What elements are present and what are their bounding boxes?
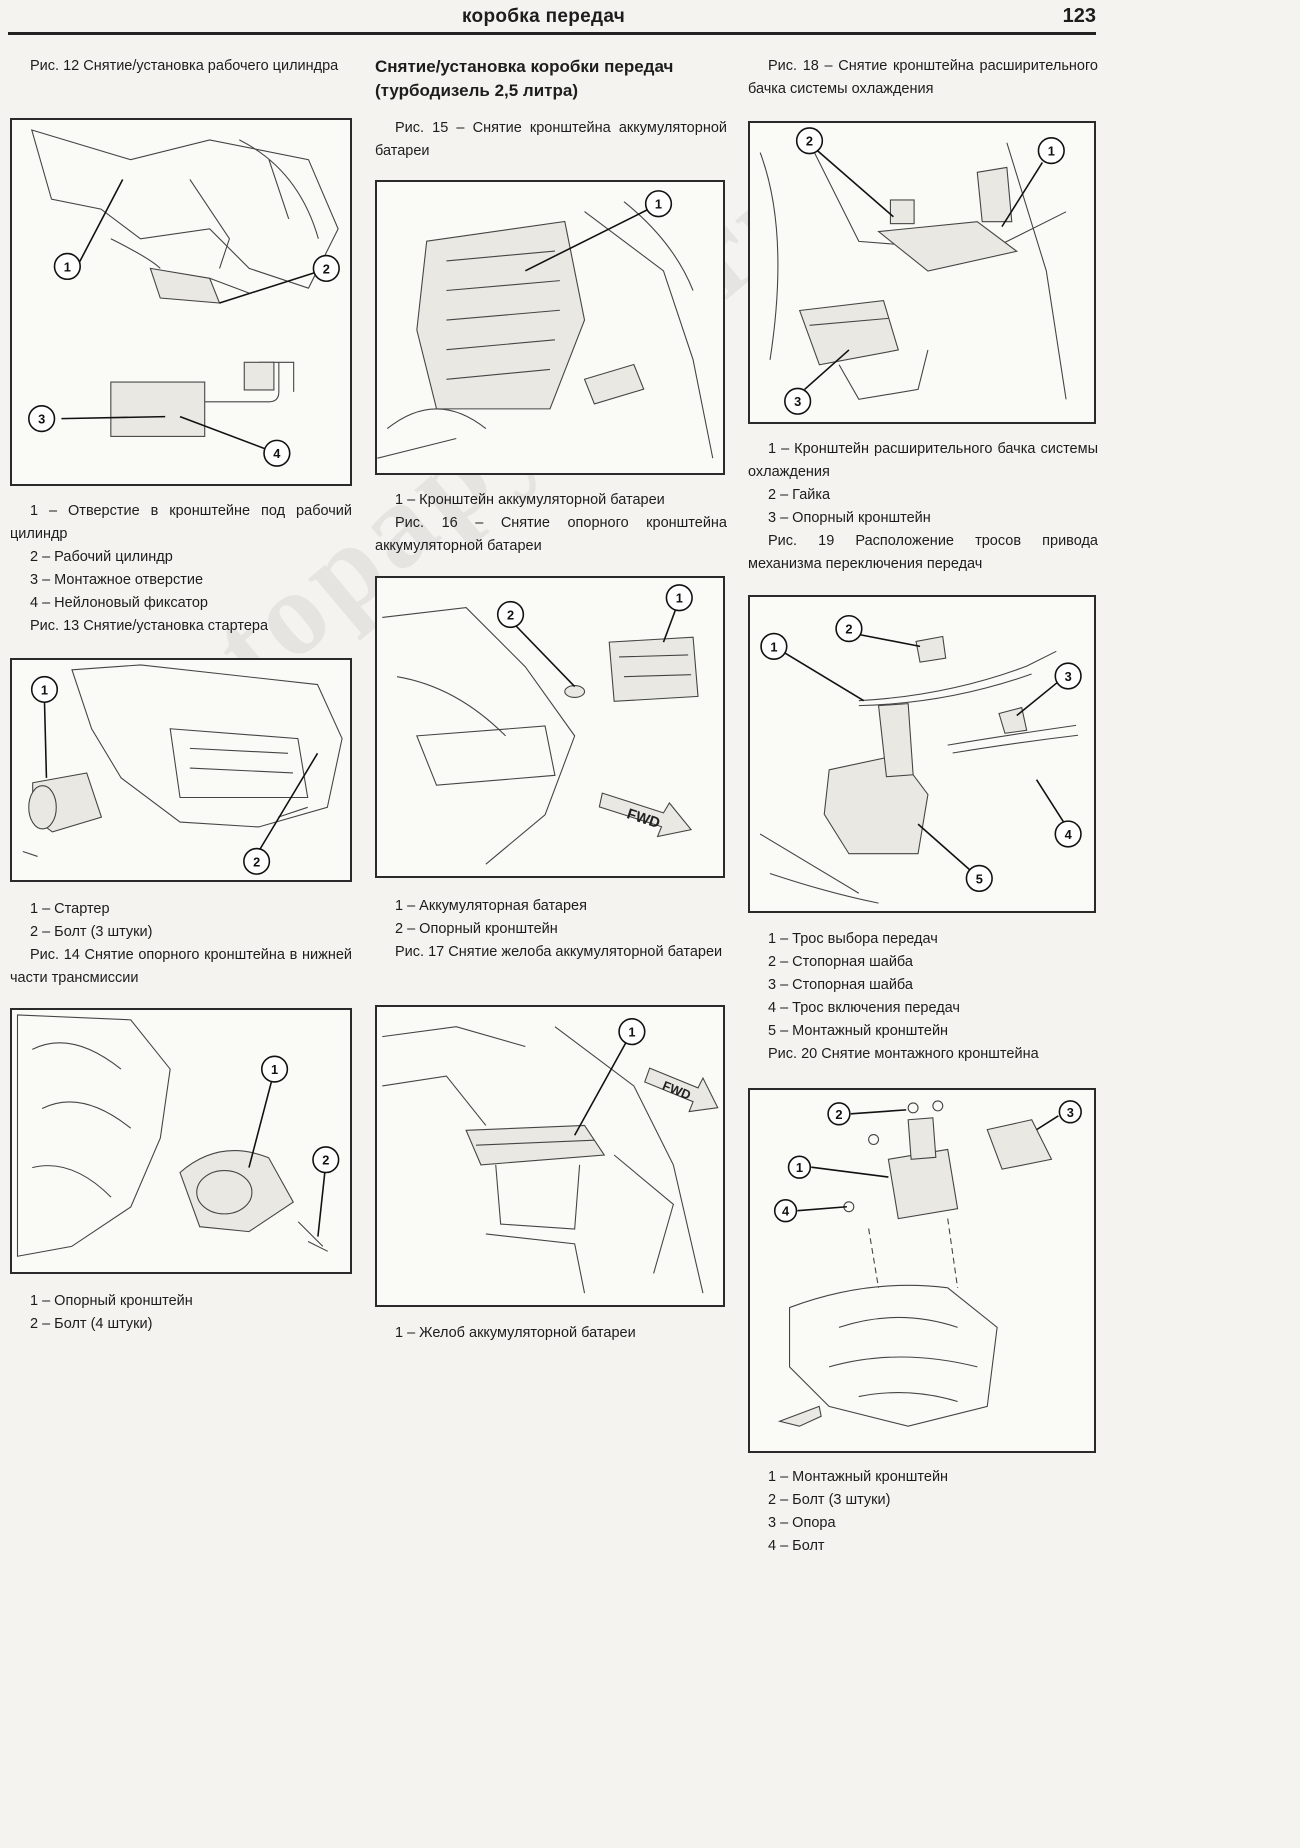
header-title: коробка передач	[462, 6, 626, 27]
fig20-illustration: 2 1 3 4	[748, 1088, 1096, 1453]
svg-text:2: 2	[806, 134, 813, 149]
svg-text:1: 1	[770, 639, 777, 654]
fig15-illustration: 1	[375, 180, 725, 475]
svg-text:4: 4	[273, 446, 281, 461]
fig18-caption: Рис. 18 – Снятие кронштейна расширительн…	[748, 58, 1098, 97]
fig13-callout-1: 1	[30, 675, 59, 704]
fig15-legend: 1 – Кронштейн аккумуляторной батареи Рис…	[375, 489, 727, 558]
fig20-callout-3: 3	[1058, 1100, 1082, 1124]
fig14-illustration: 1 2	[10, 1008, 352, 1274]
fig12-callout-4: 4	[263, 439, 291, 467]
fig18-illustration: 2 1 3	[748, 121, 1096, 424]
fig18-legend: 1 – Кронштейн расширительного бачка сист…	[748, 438, 1098, 576]
fig16-illustration: FWD 2 1	[375, 576, 725, 878]
fig20-legend: 1 – Монтажный кронштейн 2 – Болт (3 штук…	[768, 1469, 949, 1554]
fig17-legend: 1 – Желоб аккумуляторной батареи	[395, 1325, 636, 1341]
fig19-callout-1: 1	[760, 632, 788, 660]
svg-text:4: 4	[1065, 827, 1073, 842]
fig19-caption: Рис. 19 Расположение тросов привода меха…	[748, 533, 1098, 572]
fig17-caption: Рис. 17 Снятие желоба аккумуляторной бат…	[395, 944, 723, 960]
fig14-callout-1: 1	[260, 1055, 289, 1083]
svg-text:2: 2	[323, 261, 330, 276]
fig18-callout-3: 3	[784, 387, 812, 415]
fig13-callout-2: 2	[243, 847, 271, 875]
fig16-callout-2: 2	[496, 600, 525, 629]
fig16-caption: Рис. 16 – Снятие опорного кронштейна акк…	[375, 515, 727, 554]
fig13-illustration: 1 2	[10, 658, 352, 882]
svg-text:2: 2	[322, 1153, 329, 1168]
fig20-callout-4: 4	[773, 1199, 798, 1223]
fig17-illustration: FWD 1	[375, 1005, 725, 1307]
fig14-legend: 1 – Опорный кронштейн 2 – Болт (4 штуки)	[30, 1293, 193, 1332]
svg-text:1: 1	[628, 1025, 635, 1040]
fig16-legend: 1 – Аккумуляторная батарея 2 – Опорный к…	[375, 895, 727, 964]
fig13-legend: 1 – Стартер 2 – Болт (3 штуки) Рис. 14 С…	[10, 898, 352, 990]
fig14-callout-2: 2	[312, 1146, 340, 1174]
svg-text:3: 3	[38, 412, 45, 427]
fig18-callout-2: 2	[795, 127, 824, 155]
fig12-illustration: 1 2 3 4	[10, 118, 352, 486]
section-title: Снятие/установка коробки передач (турбод…	[375, 57, 674, 100]
fig19-callout-5: 5	[965, 864, 993, 893]
svg-text:2: 2	[507, 607, 514, 622]
fig19-callout-3: 3	[1054, 662, 1082, 690]
fig19-callout-2: 2	[835, 614, 863, 643]
fig12-callout-1: 1	[53, 252, 81, 281]
svg-text:1: 1	[676, 591, 683, 606]
fig12-callout-2: 2	[312, 254, 340, 283]
svg-text:1: 1	[64, 259, 71, 274]
svg-text:2: 2	[835, 1107, 842, 1122]
svg-text:3: 3	[1065, 669, 1072, 684]
svg-text:1: 1	[1048, 144, 1055, 159]
svg-text:3: 3	[794, 394, 801, 409]
fig20-caption: Рис. 20 Снятие монтажного кронштейна	[768, 1046, 1039, 1062]
fig15-callout-1: 1	[644, 190, 673, 218]
fig18-callout-1: 1	[1037, 137, 1065, 165]
fig20-callout-2: 2	[827, 1102, 851, 1126]
svg-text:2: 2	[845, 622, 852, 637]
page-header: коробка передач 123	[8, 4, 1096, 35]
svg-text:5: 5	[976, 871, 983, 886]
svg-text:3: 3	[1067, 1105, 1074, 1120]
fig19-illustration: 1 2 3 4 5	[748, 595, 1096, 913]
svg-text:1: 1	[796, 1160, 803, 1175]
fig12-caption: Рис. 12 Снятие/установка рабочего цилинд…	[30, 58, 339, 74]
fig12-legend: 1 – Отверстие в кронштейне под рабочий ц…	[10, 500, 352, 638]
fig16-callout-1: 1	[665, 584, 693, 612]
svg-text:1: 1	[271, 1062, 278, 1077]
fig12-callout-3: 3	[28, 404, 56, 433]
svg-text:4: 4	[782, 1204, 790, 1219]
svg-text:1: 1	[41, 682, 48, 697]
page-number: 123	[1062, 5, 1096, 27]
fig19-callout-4: 4	[1054, 820, 1082, 848]
svg-text:2: 2	[253, 854, 260, 869]
fig19-legend: 1 – Трос выбора передач 2 – Стопорная ша…	[748, 928, 1098, 1066]
fig14-caption: Рис. 14 Снятие опорного кронштейна в ниж…	[10, 947, 352, 986]
fig17-callout-1: 1	[618, 1018, 646, 1046]
fig20-callout-1: 1	[787, 1155, 812, 1179]
fig13-caption: Рис. 13 Снятие/установка стартера	[30, 618, 269, 634]
fig15-caption: Рис. 15 – Снятие кронштейна аккумуляторн…	[375, 120, 727, 159]
svg-text:1: 1	[655, 197, 662, 212]
